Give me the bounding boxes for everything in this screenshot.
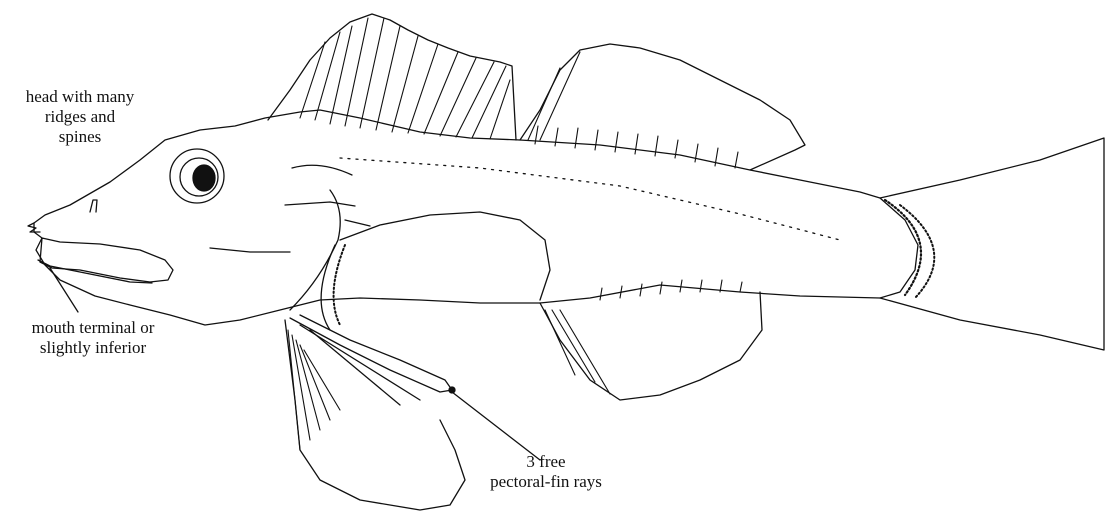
head-label: head with many ridges and spines [0, 87, 160, 147]
head-ridge-2 [285, 202, 355, 206]
mouth-label-line-1: mouth terminal or [0, 318, 186, 338]
caudal-fin [880, 138, 1104, 350]
pectoral-fin-lower [321, 245, 335, 330]
mouth-label: mouth terminal or slightly inferior [0, 318, 186, 358]
lateral-line [340, 158, 840, 240]
first-dorsal-fin [268, 14, 516, 140]
body-outline [34, 110, 918, 325]
head-ridge-4 [210, 248, 290, 252]
eye-pupil [193, 165, 215, 191]
head-label-line-2: ridges and [0, 107, 160, 127]
head-label-line-3: spines [0, 127, 160, 147]
caudal-peduncle-rays [885, 200, 921, 295]
rays-label: 3 free pectoral-fin rays [456, 452, 636, 492]
head-ridge-3 [292, 165, 352, 175]
pectoral-fin [340, 212, 550, 300]
mouth-leader-line [50, 268, 78, 312]
pelvic-fin [285, 320, 465, 510]
anal-fin-rays [545, 280, 742, 394]
head-ridge [90, 200, 97, 212]
rays-label-line-1: 3 free [456, 452, 636, 472]
second-dorsal-rays [528, 52, 738, 168]
mouth-label-line-2: slightly inferior [0, 338, 186, 358]
free-ray-3 [310, 330, 400, 405]
rays-leader-line [452, 392, 540, 460]
second-dorsal-fin [520, 44, 805, 170]
rays-label-line-2: pectoral-fin rays [456, 472, 636, 492]
head-label-line-1: head with many [0, 87, 160, 107]
pectoral-fin-base-rays [334, 245, 345, 325]
mouth [40, 238, 173, 282]
head-ridge-5 [345, 220, 370, 226]
